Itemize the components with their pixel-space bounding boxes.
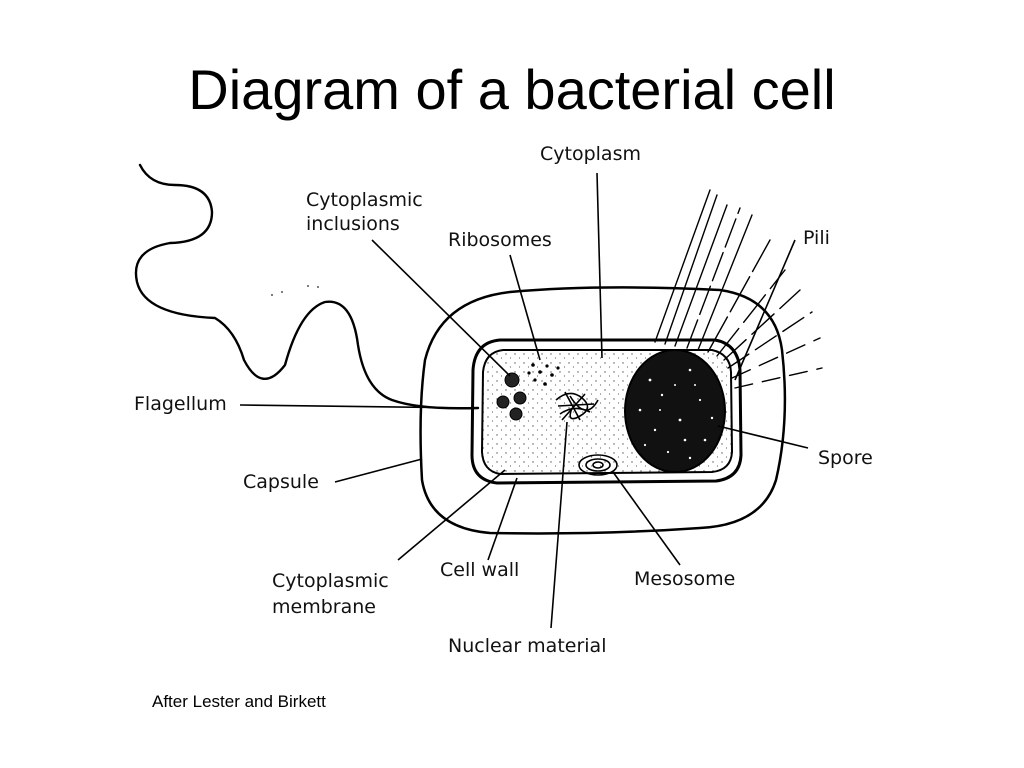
label-mesosome: Mesosome [634,568,735,590]
capsule-outline [419,286,787,535]
cytoplasmic-inclusions [496,372,527,421]
label-capsule: Capsule [243,471,319,493]
nuclear-material [555,391,599,421]
label-cytoplasm: Cytoplasm [540,143,641,165]
mesosome [578,454,618,476]
cell-wall [470,338,743,485]
label-cytoplasmic-membrane-line1: Cytoplasmic [272,570,389,592]
label-cytoplasmic-inclusions-line1: Cytoplasmic [306,189,423,211]
label-cytoplasmic-membrane-line2: membrane [272,596,376,618]
pili [654,189,823,389]
label-nuclear-material: Nuclear material [448,635,606,657]
credit-text: After Lester and Birkett [152,692,326,711]
label-cell-wall: Cell wall [440,559,519,581]
label-cytoplasmic-inclusions-line2: inclusions [306,213,400,235]
slide-title: Diagram of a bacterial cell [188,58,836,121]
leader-lines [239,172,809,629]
spore [624,349,726,473]
label-flagellum: Flagellum [134,393,227,415]
label-spore: Spore [818,447,873,469]
ribosomes [527,363,560,386]
flagellum [134,163,480,410]
label-pili: Pili [803,227,830,249]
speck-marks [271,285,319,296]
label-ribosomes: Ribosomes [448,229,552,251]
